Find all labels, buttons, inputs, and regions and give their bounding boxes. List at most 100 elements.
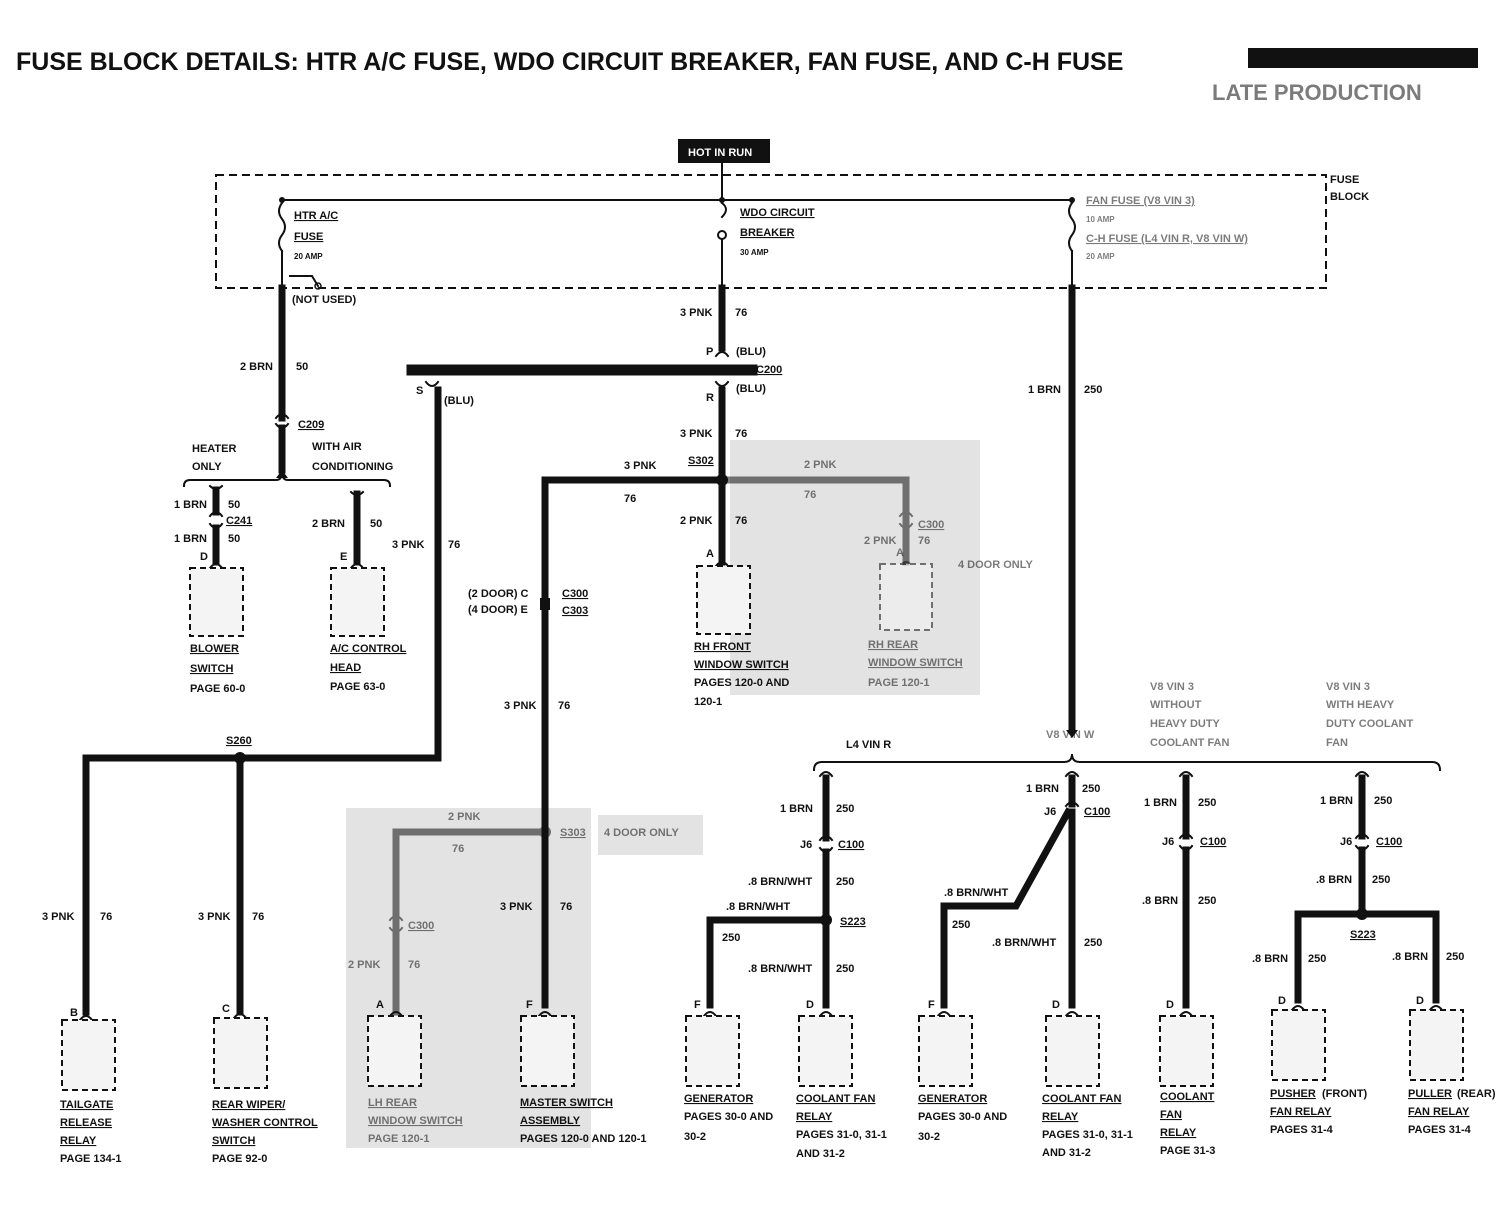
fuse-block-label-2: BLOCK: [1330, 191, 1369, 203]
svg-text:3 PNK: 3 PNK: [680, 428, 712, 440]
svg-text:3 PNK: 3 PNK: [504, 700, 536, 712]
svg-text:F: F: [526, 999, 533, 1011]
svg-text:50: 50: [296, 361, 308, 373]
blower-switch: D BLOWER SWITCH PAGE 60-0: [189, 551, 245, 695]
svg-text:1 BRN: 1 BRN: [780, 803, 813, 815]
svg-text:2 PNK: 2 PNK: [680, 515, 712, 527]
svg-text:C209: C209: [298, 419, 324, 431]
svg-text:(REAR): (REAR): [1457, 1088, 1496, 1100]
svg-text:PUSHER: PUSHER: [1270, 1088, 1316, 1100]
svg-text:(BLU): (BLU): [736, 346, 766, 358]
svg-text:76: 76: [252, 911, 264, 923]
svg-text:AND 31-2: AND 31-2: [1042, 1147, 1091, 1159]
svg-text:WITH AIR: WITH AIR: [312, 441, 362, 453]
l4-vin-r-branch: 1 BRN 250 J6 C100 .8 BRN/WHT 250 S223 .8…: [706, 771, 866, 1009]
svg-text:LH REAR: LH REAR: [368, 1097, 417, 1109]
svg-text:FAN: FAN: [1160, 1109, 1182, 1121]
svg-text:PAGES 31-4: PAGES 31-4: [1408, 1124, 1472, 1136]
svg-text:BREAKER: BREAKER: [740, 227, 794, 239]
svg-text:RELAY: RELAY: [60, 1135, 97, 1147]
rear-wiper-washer-switch: C REAR WIPER/ WASHER CONTROL SWITCH PAGE…: [212, 1003, 318, 1165]
svg-text:1 BRN: 1 BRN: [1144, 797, 1177, 809]
wdo-circuit-breaker: WDO CIRCUIT BREAKER 30 AMP: [717, 197, 815, 289]
svg-text:S303: S303: [560, 827, 586, 839]
v8-vin3-branch: 1 BRN 250 J6 C100 .8 BRN 250: [1142, 771, 1226, 1009]
v8-vin3-hd-branch: 1 BRN 250 J6 C100 .8 BRN 250 S223 .8 BRN…: [1252, 771, 1464, 1004]
svg-text:COOLANT: COOLANT: [1160, 1091, 1215, 1103]
svg-text:D: D: [200, 551, 208, 563]
svg-text:PAGE 63-0: PAGE 63-0: [330, 681, 385, 693]
pusher-fan-relay: D PUSHER (FRONT) FAN RELAY PAGES 31-4: [1270, 995, 1368, 1136]
svg-text:1 BRN: 1 BRN: [174, 533, 207, 545]
svg-text:A/C CONTROL: A/C CONTROL: [330, 643, 407, 655]
svg-text:3 PNK: 3 PNK: [624, 460, 656, 472]
svg-text:RELAY: RELAY: [1042, 1111, 1079, 1123]
svg-text:PAGE 120-1: PAGE 120-1: [868, 677, 930, 689]
svg-text:GENERATOR: GENERATOR: [684, 1093, 753, 1105]
svg-text:20 AMP: 20 AMP: [294, 252, 323, 261]
svg-text:120-1: 120-1: [694, 696, 722, 708]
svg-text:250: 250: [1198, 797, 1216, 809]
svg-text:2 PNK: 2 PNK: [864, 535, 896, 547]
svg-text:D: D: [1052, 999, 1060, 1011]
svg-text:D: D: [1416, 995, 1424, 1007]
svg-text:76: 76: [100, 911, 112, 923]
svg-text:WITH HEAVY: WITH HEAVY: [1326, 699, 1395, 711]
fan-ch-fuse: FAN FUSE (V8 VIN 3) 10 AMP C-H FUSE (L4 …: [1068, 195, 1248, 289]
svg-text:PAGE 92-0: PAGE 92-0: [212, 1153, 267, 1165]
svg-text:.8 BRN: .8 BRN: [1392, 951, 1428, 963]
svg-text:1 BRN: 1 BRN: [174, 499, 207, 511]
svg-text:2 PNK: 2 PNK: [348, 959, 380, 971]
svg-text:250: 250: [836, 876, 854, 888]
generator-2: F GENERATOR PAGES 30-0 AND 30-2: [918, 999, 1007, 1143]
svg-text:FAN FUSE (V8 VIN 3): FAN FUSE (V8 VIN 3): [1086, 195, 1195, 207]
svg-text:PAGES 31-0, 31-1: PAGES 31-0, 31-1: [1042, 1129, 1133, 1141]
svg-text:250: 250: [1374, 795, 1392, 807]
svg-text:1 BRN: 1 BRN: [1028, 384, 1061, 396]
svg-text:S302: S302: [688, 455, 714, 467]
svg-text:PAGE 31-3: PAGE 31-3: [1160, 1145, 1215, 1157]
svg-text:PAGES 31-4: PAGES 31-4: [1270, 1124, 1334, 1136]
svg-text:WINDOW SWITCH: WINDOW SWITCH: [368, 1115, 463, 1127]
svg-text:10 AMP: 10 AMP: [1086, 215, 1115, 224]
svg-text:50: 50: [370, 518, 382, 530]
svg-text:250: 250: [952, 919, 970, 931]
svg-text:J6: J6: [1044, 806, 1056, 818]
svg-text:D: D: [1166, 999, 1174, 1011]
svg-text:ASSEMBLY: ASSEMBLY: [520, 1115, 581, 1127]
svg-text:30-2: 30-2: [684, 1131, 706, 1143]
svg-text:RELAY: RELAY: [796, 1111, 833, 1123]
svg-text:RH FRONT: RH FRONT: [694, 641, 751, 653]
svg-text:V8 VIN 3: V8 VIN 3: [1326, 681, 1370, 693]
ac-control-head: E A/C CONTROL HEAD PAGE 63-0: [330, 551, 407, 693]
svg-text:50: 50: [228, 499, 240, 511]
svg-text:RELAY: RELAY: [1160, 1127, 1197, 1139]
svg-text:76: 76: [918, 535, 930, 547]
svg-text:(BLU): (BLU): [736, 383, 766, 395]
svg-text:FAN RELAY: FAN RELAY: [1270, 1106, 1332, 1118]
production-badge: LATE PRODUCTION: [1212, 80, 1422, 105]
svg-text:WITHOUT: WITHOUT: [1150, 699, 1202, 711]
coolant-fan-relay-3: D COOLANT FAN RELAY PAGE 31-3: [1159, 999, 1215, 1157]
svg-text:3 PNK: 3 PNK: [500, 901, 532, 913]
master-branch: 3 PNK 76 (2 DOOR) C (4 DOOR) E C300 C303…: [348, 476, 679, 1016]
svg-text:3 PNK: 3 PNK: [680, 307, 712, 319]
svg-text:.8 BRN/WHT: .8 BRN/WHT: [748, 963, 812, 975]
svg-text:RELEASE: RELEASE: [60, 1117, 112, 1129]
lh-rear-window-switch: A LH REAR WINDOW SWITCH PAGE 120-1: [367, 999, 463, 1145]
svg-text:.8 BRN: .8 BRN: [1316, 874, 1352, 886]
svg-text:D: D: [806, 999, 814, 1011]
hot-in-run-box: [678, 139, 770, 163]
svg-text:2 PNK: 2 PNK: [448, 811, 480, 823]
svg-text:R: R: [706, 392, 714, 404]
svg-text:.8 BRN: .8 BRN: [1252, 953, 1288, 965]
svg-text:76: 76: [735, 428, 747, 440]
htr-branch: 2 BRN 50 C209 HEATER ONLY WITH AIR CONDI…: [174, 284, 393, 566]
svg-text:FUSE: FUSE: [294, 231, 323, 243]
svg-text:COOLANT FAN: COOLANT FAN: [796, 1093, 875, 1105]
svg-text:A: A: [376, 999, 384, 1011]
svg-text:(2 DOOR) C: (2 DOOR) C: [468, 588, 529, 600]
svg-text:L4 VIN R: L4 VIN R: [846, 739, 891, 751]
svg-text:50: 50: [228, 533, 240, 545]
svg-text:S223: S223: [1350, 929, 1376, 941]
